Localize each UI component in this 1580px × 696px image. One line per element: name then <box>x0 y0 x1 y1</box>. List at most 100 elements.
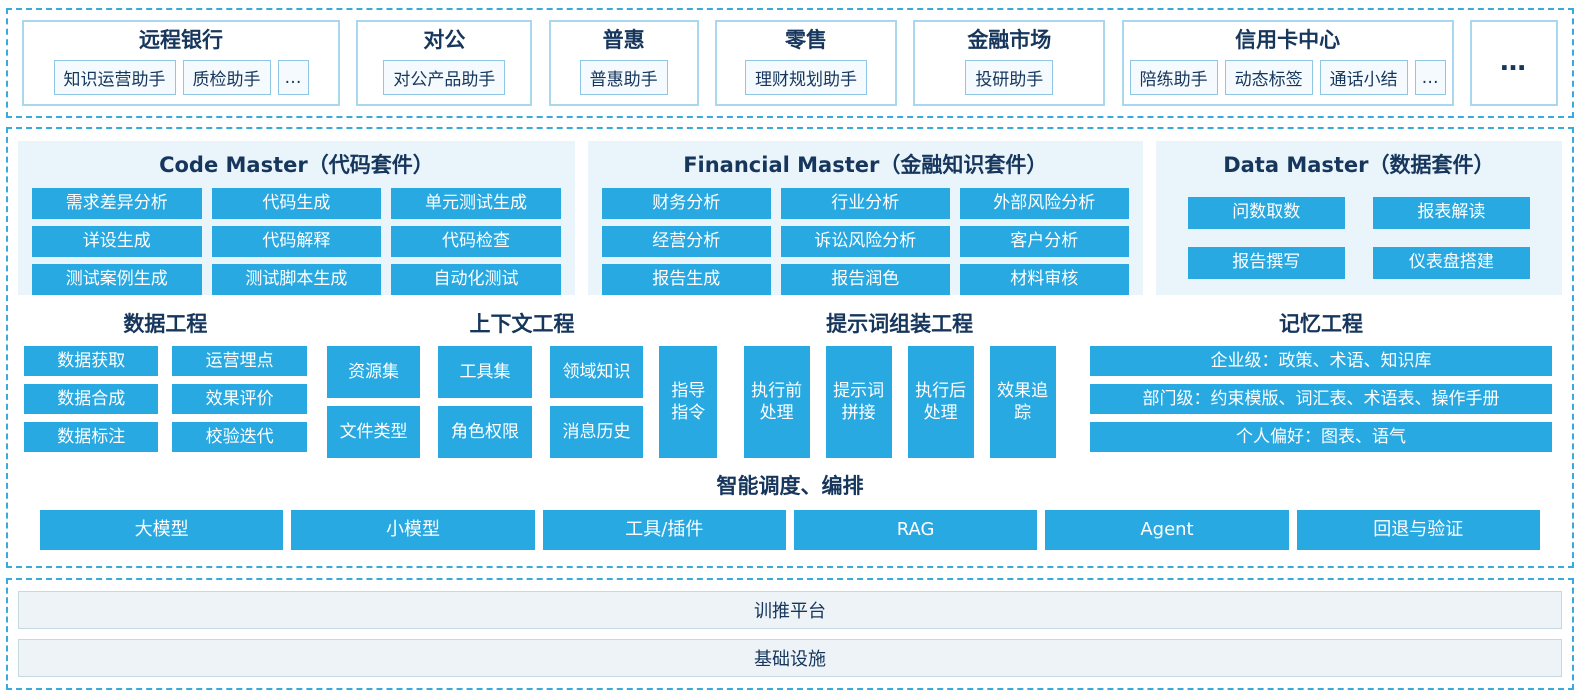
chip-row: 对公产品助手 <box>383 60 506 95</box>
assistant-chip: 投研助手 <box>965 60 1054 95</box>
suite-title-financial-master: Financial Master（金融知识套件） <box>683 153 1048 177</box>
capability-bar: 个人偏好：图表、语气 <box>1089 422 1552 452</box>
chip-row: 投研助手 <box>965 60 1054 95</box>
orchestration-block: 工具/插件 <box>542 510 786 550</box>
group-title-financial-markets: 金融市场 <box>967 28 1052 52</box>
suite-grid: 财务分析 行业分析 外部风险分析 经营分析 诉讼风险分析 客户分析 报告生成 报… <box>601 188 1129 295</box>
assistant-chip: 理财规划助手 <box>744 60 867 95</box>
capability-block: 效果追踪 <box>989 346 1056 458</box>
capability-block: 财务分析 <box>601 188 771 219</box>
assistant-chip: 动态标签 <box>1224 60 1313 95</box>
platform-bar-label: 训推平台 <box>754 601 826 622</box>
capability-block: 报告生成 <box>601 264 771 295</box>
capability-block: 外部风险分析 <box>959 188 1129 219</box>
ellipsis: … <box>1499 47 1528 77</box>
suite-financial-master: Financial Master（金融知识套件） 财务分析 行业分析 外部风险分… <box>587 141 1143 295</box>
capability-layer: Code Master（代码套件） 需求差异分析 代码生成 单元测试生成 详设生… <box>6 127 1574 568</box>
capability-block: 消息历史 <box>549 406 644 458</box>
capability-block: 资源集 <box>326 346 421 398</box>
capability-block: 执行后处理 <box>907 346 974 458</box>
capability-block: 仪表盘搭建 <box>1372 246 1530 279</box>
memory-engineering-bars: 企业级：政策、术语、知识库 部门级：约束模版、词汇表、术语表、操作手册 个人偏好… <box>1080 346 1562 452</box>
capability-block: 需求差异分析 <box>32 188 202 219</box>
capability-block: 角色权限 <box>438 406 532 458</box>
capability-block: 代码生成 <box>211 188 382 219</box>
capability-block: 运营埋点 <box>172 346 307 376</box>
capability-block: 测试案例生成 <box>32 264 202 295</box>
section-title-orchestration: 智能调度、编排 <box>716 474 864 498</box>
capability-block: 工具集 <box>438 346 532 398</box>
capability-block: 诉讼风险分析 <box>780 226 950 257</box>
capability-block-guidance: 指导指令 <box>659 346 718 458</box>
section-prompt-engineering: 提示词组装工程 执行前处理 提示词拼接 执行后处理 效果追踪 <box>731 308 1068 458</box>
group-title-corporate: 对公 <box>423 28 466 52</box>
platform-bar-label: 基础设施 <box>754 649 826 670</box>
capability-block: 报告润色 <box>780 264 950 295</box>
capability-bar: 企业级：政策、术语、知识库 <box>1089 346 1552 376</box>
capability-block: 数据合成 <box>24 384 159 414</box>
assistant-chip-more: … <box>277 60 309 95</box>
business-group-retail: 零售 理财规划助手 <box>714 20 897 106</box>
group-title-remote-banking: 远程银行 <box>139 28 223 52</box>
orchestration-block: 小模型 <box>291 510 535 550</box>
chip-row: 理财规划助手 <box>744 60 867 95</box>
capability-block: 提示词拼接 <box>825 346 892 458</box>
capability-block: 效果评价 <box>172 384 307 414</box>
capability-block: 执行前处理 <box>743 346 810 458</box>
business-group-credit-card: 信用卡中心 陪练助手 动态标签 通话小结 … <box>1121 20 1454 106</box>
business-group-remote-banking: 远程银行 知识运营助手 质检助手 … <box>22 20 340 106</box>
assistant-chip: 质检助手 <box>182 60 271 95</box>
data-engineering-grid: 数据获取 运营埋点 数据合成 效果评价 数据标注 校验迭代 <box>18 346 313 452</box>
section-title-prompt-engineering: 提示词组装工程 <box>826 312 974 336</box>
capability-block: 自动化测试 <box>391 264 561 295</box>
chip-row: 知识运营助手 质检助手 … <box>53 60 309 95</box>
capability-block: 校验迭代 <box>172 422 307 452</box>
platform-bar-training-inference: 训推平台 <box>18 591 1562 629</box>
orchestration-block: RAG <box>793 510 1038 550</box>
section-title-context-engineering: 上下文工程 <box>469 312 575 336</box>
suites-row: Code Master（代码套件） 需求差异分析 代码生成 单元测试生成 详设生… <box>18 141 1562 295</box>
context-engineering-grid: 资源集 工具集 领域知识 文件类型 角色权限 消息历史 <box>326 346 644 458</box>
business-group-financial-markets: 金融市场 投研助手 <box>913 20 1106 106</box>
assistant-chip: 对公产品助手 <box>383 60 506 95</box>
capability-block: 报表解读 <box>1372 196 1530 229</box>
capability-bar: 部门级：约束模版、词汇表、术语表、操作手册 <box>1089 384 1552 414</box>
suite-grid: 问数取数 报表解读 报告撰写 仪表盘搭建 <box>1170 188 1548 285</box>
assistant-chip: 普惠助手 <box>579 60 668 95</box>
chip-row: 普惠助手 <box>579 60 668 95</box>
capability-block: 报告撰写 <box>1187 246 1345 279</box>
chip-row: 陪练助手 动态标签 通话小结 … <box>1129 60 1446 95</box>
group-title-retail: 零售 <box>784 28 827 52</box>
capability-block: 客户分析 <box>959 226 1129 257</box>
capability-block: 数据标注 <box>24 422 159 452</box>
capability-block: 代码检查 <box>391 226 561 257</box>
business-layer: 远程银行 知识运营助手 质检助手 … 对公 对公产品助手 普惠 普惠助手 零售 … <box>6 8 1574 118</box>
capability-block: 问数取数 <box>1187 196 1345 229</box>
prompt-engineering-row: 执行前处理 提示词拼接 执行后处理 效果追踪 <box>731 346 1068 458</box>
capability-block: 单元测试生成 <box>391 188 561 219</box>
section-title-data-engineering: 数据工程 <box>123 312 208 336</box>
section-memory-engineering: 记忆工程 企业级：政策、术语、知识库 部门级：约束模版、词汇表、术语表、操作手册… <box>1080 308 1562 458</box>
assistant-chip: 知识运营助手 <box>53 60 176 95</box>
capability-block: 详设生成 <box>32 226 202 257</box>
platform-bar-infrastructure: 基础设施 <box>18 639 1562 677</box>
suite-title-data-master: Data Master（数据套件） <box>1223 153 1495 177</box>
suite-data-master: Data Master（数据套件） 问数取数 报表解读 报告撰写 仪表盘搭建 <box>1155 141 1562 295</box>
suite-grid: 需求差异分析 代码生成 单元测试生成 详设生成 代码解释 代码检查 测试案例生成… <box>32 188 561 295</box>
orchestration-row: 大模型 小模型 工具/插件 RAG Agent 回退与验证 <box>18 510 1562 550</box>
section-context-engineering: 上下文工程 资源集 工具集 领域知识 文件类型 角色权限 消息历史 指导指令 <box>325 308 719 458</box>
group-title-inclusive: 普惠 <box>602 28 645 52</box>
assistant-chip-more: … <box>1414 60 1446 95</box>
orchestration-block: 大模型 <box>40 510 284 550</box>
suite-title-code-master: Code Master（代码套件） <box>159 153 434 177</box>
section-title-memory-engineering: 记忆工程 <box>1278 312 1363 336</box>
capability-block: 材料审核 <box>959 264 1129 295</box>
orchestration-block: 回退与验证 <box>1296 510 1540 550</box>
more-groups-box: … <box>1469 20 1558 106</box>
assistant-chip: 通话小结 <box>1319 60 1408 95</box>
orchestration-block: Agent <box>1045 510 1289 550</box>
suite-code-master: Code Master（代码套件） 需求差异分析 代码生成 单元测试生成 详设生… <box>18 141 575 295</box>
capability-block: 代码解释 <box>211 226 382 257</box>
capability-block: 行业分析 <box>780 188 950 219</box>
